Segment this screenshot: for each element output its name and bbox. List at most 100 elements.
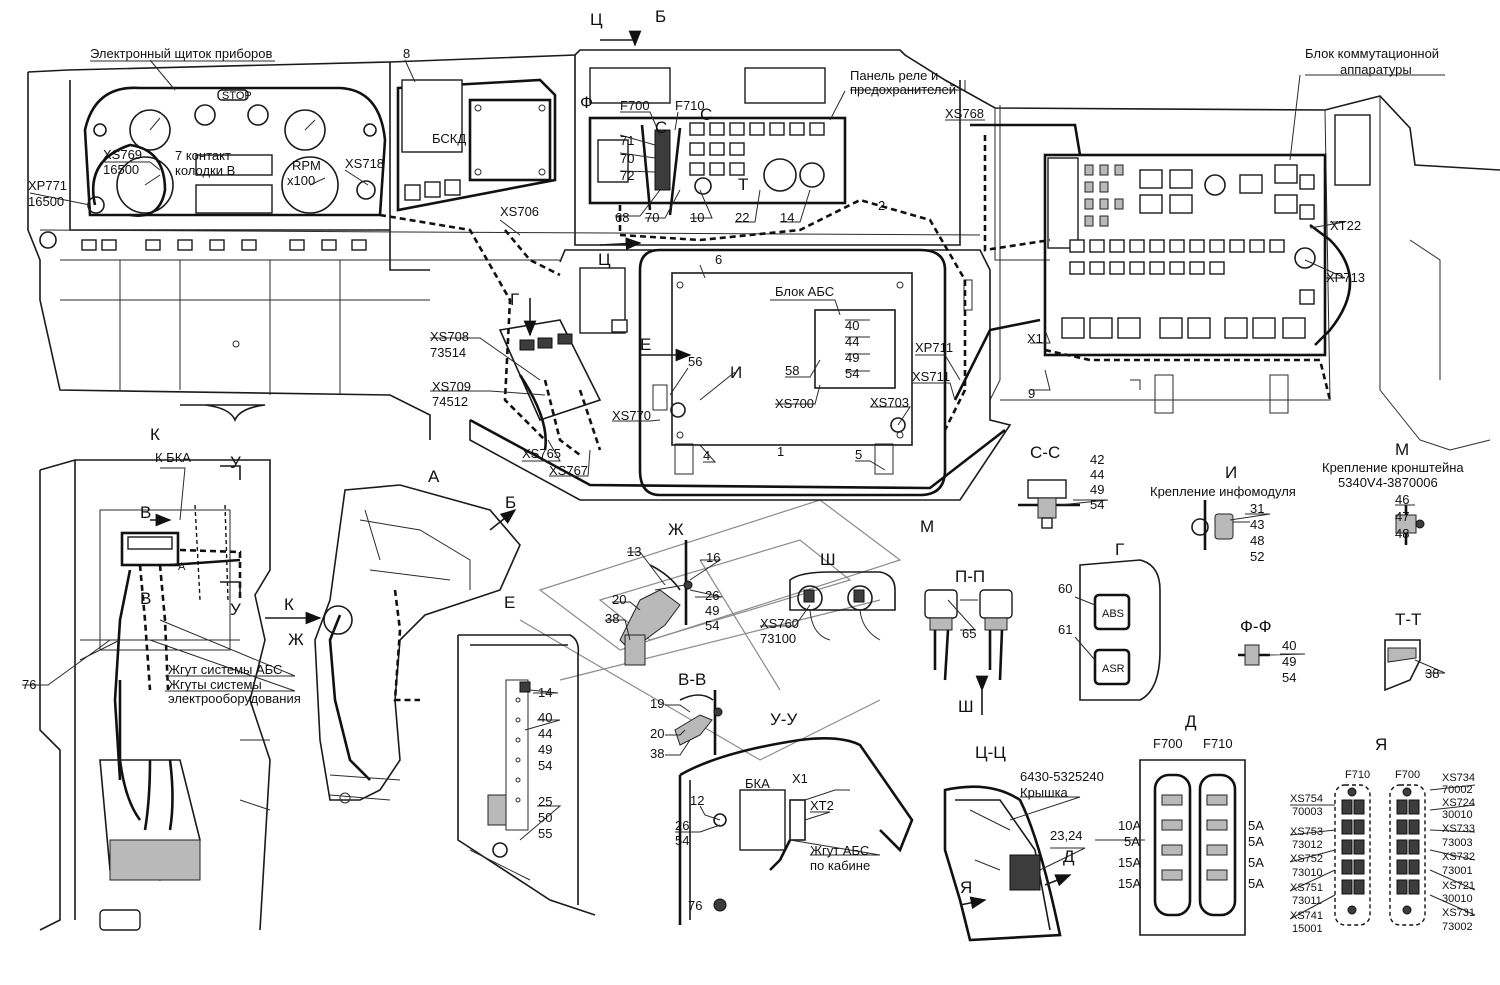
label-76-k: 76 [22, 677, 36, 692]
label-16500-a: 16500 [103, 162, 139, 177]
label-zh-20: 20 [612, 592, 626, 607]
label-zh-49: 49 [705, 603, 719, 618]
label-d-5a-r3: 5A [1248, 855, 1264, 870]
label-xs721: XS721 [1442, 880, 1475, 892]
label-14: 14 [780, 210, 794, 225]
label-xs751: XS751 [1290, 882, 1323, 894]
label-v2: В [140, 589, 151, 608]
label-el-harness-2: электрооборудования [168, 691, 301, 706]
label-cc-49: 49 [1090, 482, 1104, 497]
label-el-harness-1: Жгуты системы [168, 677, 262, 692]
label-zh-left: Ж [288, 630, 304, 649]
label-d-title: Д [1185, 712, 1197, 731]
label-sh-arrow: Ш [958, 697, 974, 716]
label-10: 10 [690, 210, 704, 225]
label-ya-title: Я [1375, 735, 1387, 754]
label-xs754: XS754 [1290, 793, 1323, 805]
label-tsc-cover: Крышка [1020, 785, 1069, 800]
label-abs-44: 44 [845, 334, 859, 349]
view-ff [1238, 644, 1270, 666]
label-68: 68 [615, 210, 629, 225]
label-d-10a: 10A [1118, 818, 1141, 833]
label-xs709: XS709 [432, 379, 471, 394]
label-xs765: XS765 [522, 446, 561, 461]
label-m-caption-1: Крепление кронштейна [1322, 460, 1464, 475]
label-e-50: 50 [538, 810, 552, 825]
label-i-title: И [1225, 463, 1237, 482]
label-d-f710: F710 [1203, 736, 1233, 751]
label-zh-13: 13 [627, 544, 641, 559]
label-e-title: Е [504, 593, 515, 612]
label-xp711: XP711 [915, 340, 953, 355]
label-vv-20: 20 [650, 726, 664, 741]
label-m-48: 48 [1395, 526, 1409, 541]
label-cc-44: 44 [1090, 467, 1104, 482]
view-e [457, 634, 596, 916]
label-uu-26: 26 [675, 818, 689, 833]
label-16500-b: 16500 [28, 194, 64, 209]
harness-dashboard [91, 123, 1352, 457]
label-73003: 73003 [1442, 837, 1473, 849]
label-tt-38: 38 [1425, 666, 1439, 681]
label-v1: В [140, 503, 151, 522]
label-a-title: А [428, 467, 440, 486]
label-g-abs: ABS [1102, 608, 1124, 620]
label-x1: X1 [1027, 331, 1043, 346]
view-i [1191, 500, 1250, 550]
label-72: 72 [620, 168, 634, 183]
label-uu-bka: БКА [745, 776, 770, 791]
label-k-arrow: К [284, 595, 294, 614]
dashboard-assembly [27, 49, 1500, 451]
label-rpm-scale: x100 [287, 173, 315, 188]
label-cc-54: 54 [1090, 497, 1104, 512]
label-vv-title: В-В [678, 670, 706, 689]
label-xp771: XP771 [28, 178, 67, 193]
label-6: 6 [715, 252, 722, 267]
label-uu-xt2: XT2 [810, 798, 834, 813]
label-zh-26: 26 [705, 588, 719, 603]
label-d-5a-left: 5A [1124, 834, 1140, 849]
label-22: 22 [735, 210, 749, 225]
lower-console [469, 248, 1012, 501]
label-k-title: К [150, 425, 160, 444]
label-xs703: XS703 [870, 395, 909, 410]
label-71: 71 [620, 133, 634, 148]
label-cc-42: 42 [1090, 452, 1104, 467]
label-uu-54: 54 [675, 833, 689, 848]
leader-lines [22, 59, 1476, 920]
label-d-15a-1: 15A [1118, 855, 1141, 870]
label-d-f700: F700 [1153, 736, 1183, 751]
label-73514: 73514 [430, 345, 466, 360]
label-m-mark: М [920, 517, 934, 536]
label-i-caption: Крепление инфомодуля [1150, 484, 1296, 499]
label-xs753: XS753 [1290, 826, 1323, 838]
label-uu-harness-2: по кабине [810, 858, 870, 873]
label-zh-16: 16 [706, 550, 720, 565]
label-m-caption-2: 5340V4-3870006 [1338, 475, 1438, 490]
view-tsc [943, 785, 1062, 942]
view-g [1079, 559, 1161, 701]
view-a [314, 484, 521, 804]
label-1: 1 [777, 444, 784, 459]
label-electronic-panel: Электронный щиток приборов [90, 46, 273, 61]
label-xs767: XS767 [549, 463, 588, 478]
label-xs760: XS760 [760, 616, 799, 631]
label-uu-title: У-У [770, 710, 797, 729]
label-5: 5 [855, 447, 862, 462]
label-xs752: XS752 [1290, 853, 1323, 865]
label-abs-block: Блок АБС [775, 284, 834, 299]
label-73011: 73011 [1292, 895, 1322, 907]
label-9: 9 [1028, 386, 1035, 401]
label-t-mark: Т [738, 175, 748, 194]
label-8: 8 [403, 46, 410, 61]
label-70b: 70 [645, 210, 659, 225]
label-xt22: XT22 [1330, 218, 1361, 233]
label-ff-49: 49 [1282, 654, 1296, 669]
label-ff-40: 40 [1282, 638, 1296, 653]
label-tsc-part: 6430-5325240 [1020, 769, 1104, 784]
label-e-14: 14 [538, 685, 552, 700]
label-tt-title: Т-Т [1395, 610, 1421, 629]
label-g-asr: ASR [1102, 663, 1125, 675]
label-73001: 73001 [1442, 865, 1473, 877]
label-e-mark: Е [640, 335, 651, 354]
